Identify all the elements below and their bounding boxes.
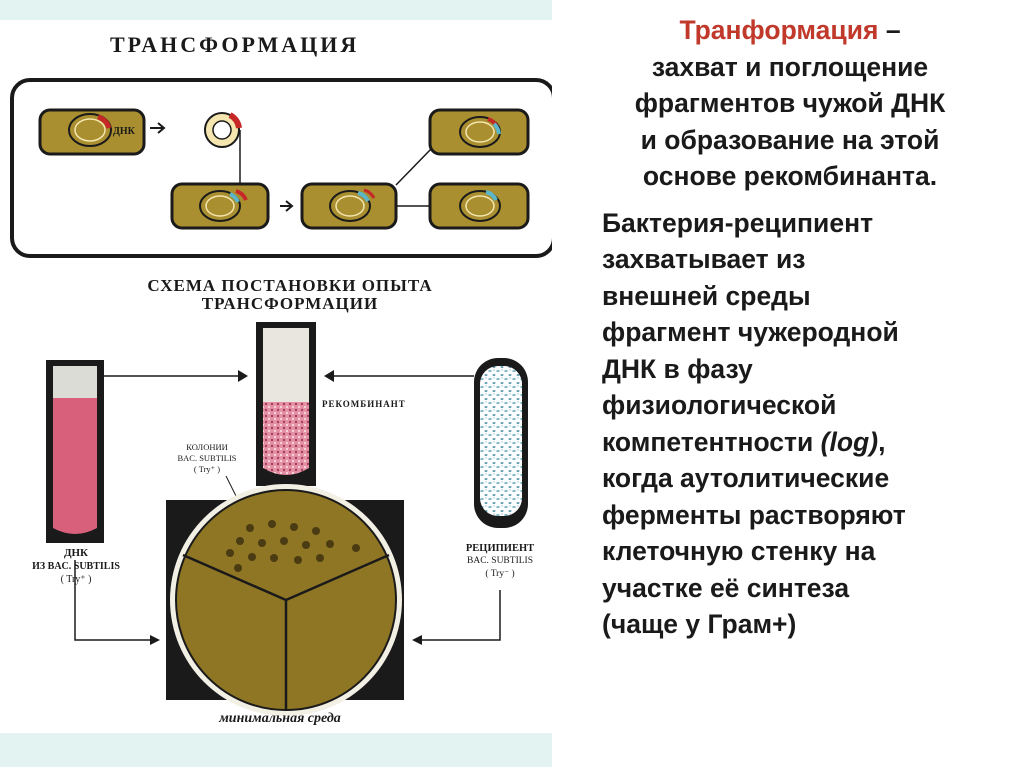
definition-dash: –	[878, 15, 901, 45]
daughter-cell-top	[428, 108, 530, 156]
text-panel: Транформация – захват и поглощение фрагм…	[556, 10, 1024, 643]
donor-label-line1: ДНК	[64, 547, 88, 559]
description-line: внешней среды	[602, 280, 811, 311]
description-line: фрагмент чужеродной	[602, 317, 899, 347]
recipient-to-dish-line	[416, 590, 501, 641]
competence-text: компетентности	[602, 426, 821, 457]
description-line-competence: компетентности (log),	[602, 424, 1024, 461]
arrow-into-dish-right-icon	[412, 635, 422, 645]
arrow-2-icon	[280, 200, 294, 212]
transformation-figure: ТРАНСФОРМАЦИЯ ДНК	[10, 32, 552, 726]
dna-label: ДНК	[113, 126, 136, 137]
division-lines	[395, 147, 433, 207]
bottom-band	[0, 733, 552, 767]
uptake-cell	[170, 182, 270, 230]
competence-log: (log)	[820, 426, 879, 457]
scheme-frame	[10, 78, 552, 258]
daughter-cell-bottom	[428, 182, 530, 230]
petri-dish	[166, 484, 404, 716]
recombinant-tube	[256, 322, 316, 486]
description-line: когда аутолитические	[602, 463, 890, 493]
colonies-label-line2: BAC. SUBTILIS	[177, 453, 236, 463]
definition-line: и образование на этой	[640, 124, 940, 155]
definition-heading: Транформация –	[556, 12, 1024, 49]
experiment-title-line1: СХЕМА ПОСТАНОВКИ ОПЫТА	[147, 276, 432, 295]
arrow-left-icon	[324, 370, 334, 382]
recipient-label-line2: BAC. SUBTILIS	[467, 556, 533, 566]
arrow-into-dish-left-icon	[150, 635, 160, 645]
definition-line: захват и поглощение	[651, 51, 929, 82]
description-line: ДНК в фазу	[602, 353, 753, 384]
description-block: Бактерия-реципиент захватывает из внешне…	[602, 205, 1024, 643]
definition-term: Транформация	[679, 15, 879, 45]
description-line: клеточную стенку на	[602, 536, 876, 566]
donor-to-dish-line	[74, 560, 156, 641]
arrow-1-icon	[150, 122, 166, 134]
definition-block: Транформация – захват и поглощение фрагм…	[556, 10, 1024, 195]
figure-title: ТРАНСФОРМАЦИЯ	[110, 32, 359, 57]
recombination-cell	[300, 182, 398, 230]
description-line: физиологической	[602, 390, 837, 420]
description-line: ферменты растворяют	[602, 499, 906, 530]
free-dna-ring	[204, 112, 242, 148]
description-line: захватывает из	[602, 244, 806, 274]
donor-label-line2: ИЗ BAC. SUBTILIS	[32, 561, 120, 572]
top-band	[0, 0, 552, 20]
experiment-title-line2: ТРАНСФОРМАЦИИ	[202, 294, 378, 313]
definition-line: фрагментов чужой ДНК	[634, 88, 946, 118]
colonies-label-line3: ( Try⁺ )	[194, 464, 220, 474]
recombinant-label: РЕКОМБИНАНТ	[322, 399, 406, 409]
medium-label: минимальная среда	[218, 711, 341, 726]
colonies	[226, 520, 360, 572]
description-line: Бактерия-реципиент	[602, 207, 874, 238]
colonies-label-line1: КОЛОНИИ	[186, 442, 228, 452]
description-line: (чаще у Грам+)	[602, 609, 797, 639]
description-line: участке её синтеза	[602, 572, 850, 603]
recipient-label-line3: ( Try⁻ )	[485, 568, 514, 579]
donor-cell	[38, 108, 146, 156]
recipient-tube	[474, 358, 528, 528]
donor-dna-tube	[46, 360, 104, 543]
recipient-label-line1: РЕЦИПИЕНТ	[466, 543, 534, 554]
competence-comma: ,	[878, 426, 886, 457]
definition-line: основе рекомбинанта.	[642, 161, 938, 191]
arrow-right-icon	[238, 370, 248, 382]
donor-label-line3: ( Try⁺ )	[61, 574, 92, 585]
